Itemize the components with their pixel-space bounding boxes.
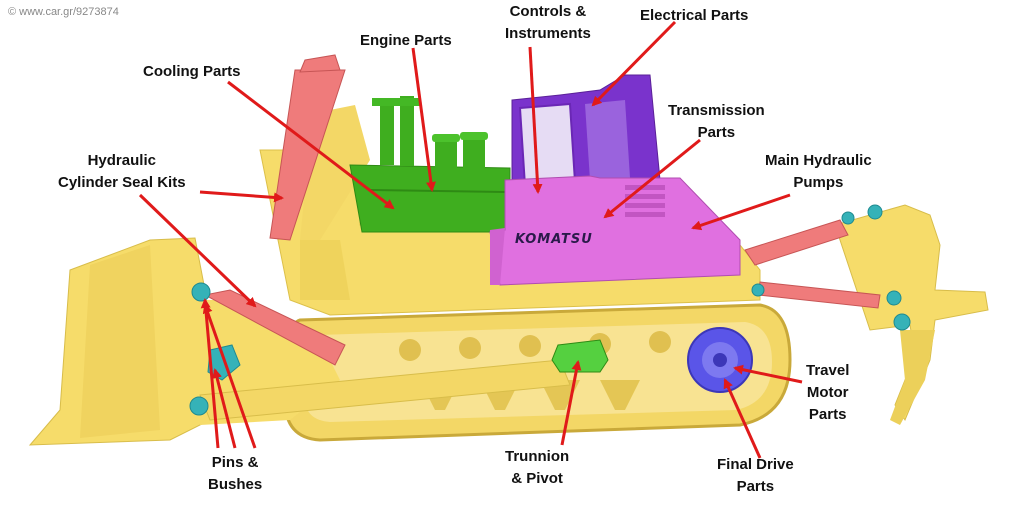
label-cooling-parts: Cooling Parts	[143, 61, 241, 83]
trunnion-block	[552, 340, 608, 372]
label-hydraulic-cylinder-seal-kits: Hydraulic Cylinder Seal Kits	[58, 150, 186, 194]
label-engine-parts: Engine Parts	[360, 30, 452, 52]
watermark: © www.car.gr/9273874	[8, 6, 119, 18]
label-transmission-parts: Transmission Parts	[668, 100, 765, 144]
label-electrical-parts: Electrical Parts	[640, 5, 748, 27]
label-trunnion-pivot: Trunnion & Pivot	[505, 446, 569, 490]
brand-logo: KOMATSU	[515, 232, 593, 247]
label-pins-bushes: Pins & Bushes	[208, 452, 262, 496]
label-travel-motor-parts: Travel Motor Parts	[806, 360, 849, 426]
label-final-drive-parts: Final Drive Parts	[717, 454, 794, 498]
transmission-housing	[490, 176, 740, 285]
label-controls-instruments: Controls & Instruments	[505, 1, 591, 45]
label-main-hydraulic-pumps: Main Hydraulic Pumps	[765, 150, 872, 194]
final-drive	[688, 328, 752, 392]
ripper	[835, 205, 988, 425]
